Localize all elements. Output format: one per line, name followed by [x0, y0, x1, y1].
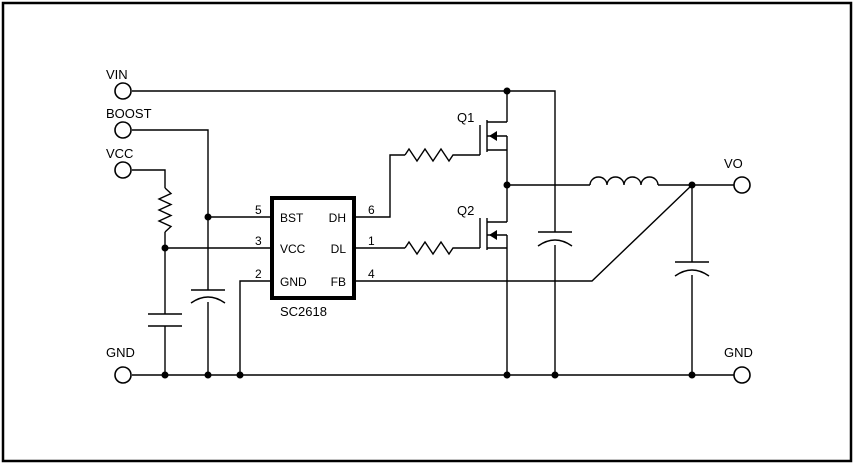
vin-label: VIN	[106, 67, 128, 82]
gate-resistor-dl	[404, 240, 457, 256]
ic-pin-bst-number: 5	[255, 203, 262, 217]
gate-resistor-dh	[404, 147, 457, 163]
boost-label: BOOST	[106, 106, 152, 121]
ic-pin-dl-label: DL	[331, 242, 347, 256]
junctions	[161, 87, 696, 379]
boost-capacitor	[190, 289, 226, 304]
output-inductor	[589, 176, 659, 186]
ic-name: SC2618	[280, 304, 327, 319]
ic-body	[270, 196, 356, 300]
boost-terminal	[114, 121, 132, 139]
input-capacitor	[537, 231, 573, 247]
gnd-left-terminal	[114, 366, 132, 384]
q2-label: Q2	[457, 203, 474, 218]
ic-pin-dh-number: 6	[368, 203, 375, 217]
ic-pin-bst-label: BST	[280, 211, 304, 225]
vcc-terminal	[114, 161, 132, 179]
vin-terminal	[114, 82, 132, 100]
output-capacitor	[674, 261, 710, 277]
gnd-left-label: GND	[106, 345, 135, 360]
gnd-right-terminal	[733, 366, 751, 384]
vo-terminal	[733, 176, 751, 194]
ic-pin-dl-number: 1	[368, 234, 375, 248]
gnd-right-label: GND	[724, 345, 753, 360]
ic-pin-fb-number: 4	[368, 267, 375, 281]
wires	[132, 90, 734, 376]
ic-pin-vcc-label: VCC	[280, 242, 306, 256]
q1-mosfet	[479, 120, 508, 155]
vcc-capacitor	[148, 313, 182, 327]
ic-pin-gnd-label: GND	[280, 275, 307, 289]
vcc-label: VCC	[106, 146, 133, 161]
vcc-resistor	[157, 187, 173, 233]
ic-pin-vcc-number: 3	[255, 234, 262, 248]
ic-pin-gnd-number: 2	[255, 267, 262, 281]
q1-label: Q1	[457, 110, 474, 125]
q2-mosfet	[479, 218, 508, 250]
ic-pin-fb-label: FB	[331, 275, 346, 289]
vo-label: VO	[724, 156, 743, 171]
ic-pin-dh-label: DH	[329, 211, 346, 225]
